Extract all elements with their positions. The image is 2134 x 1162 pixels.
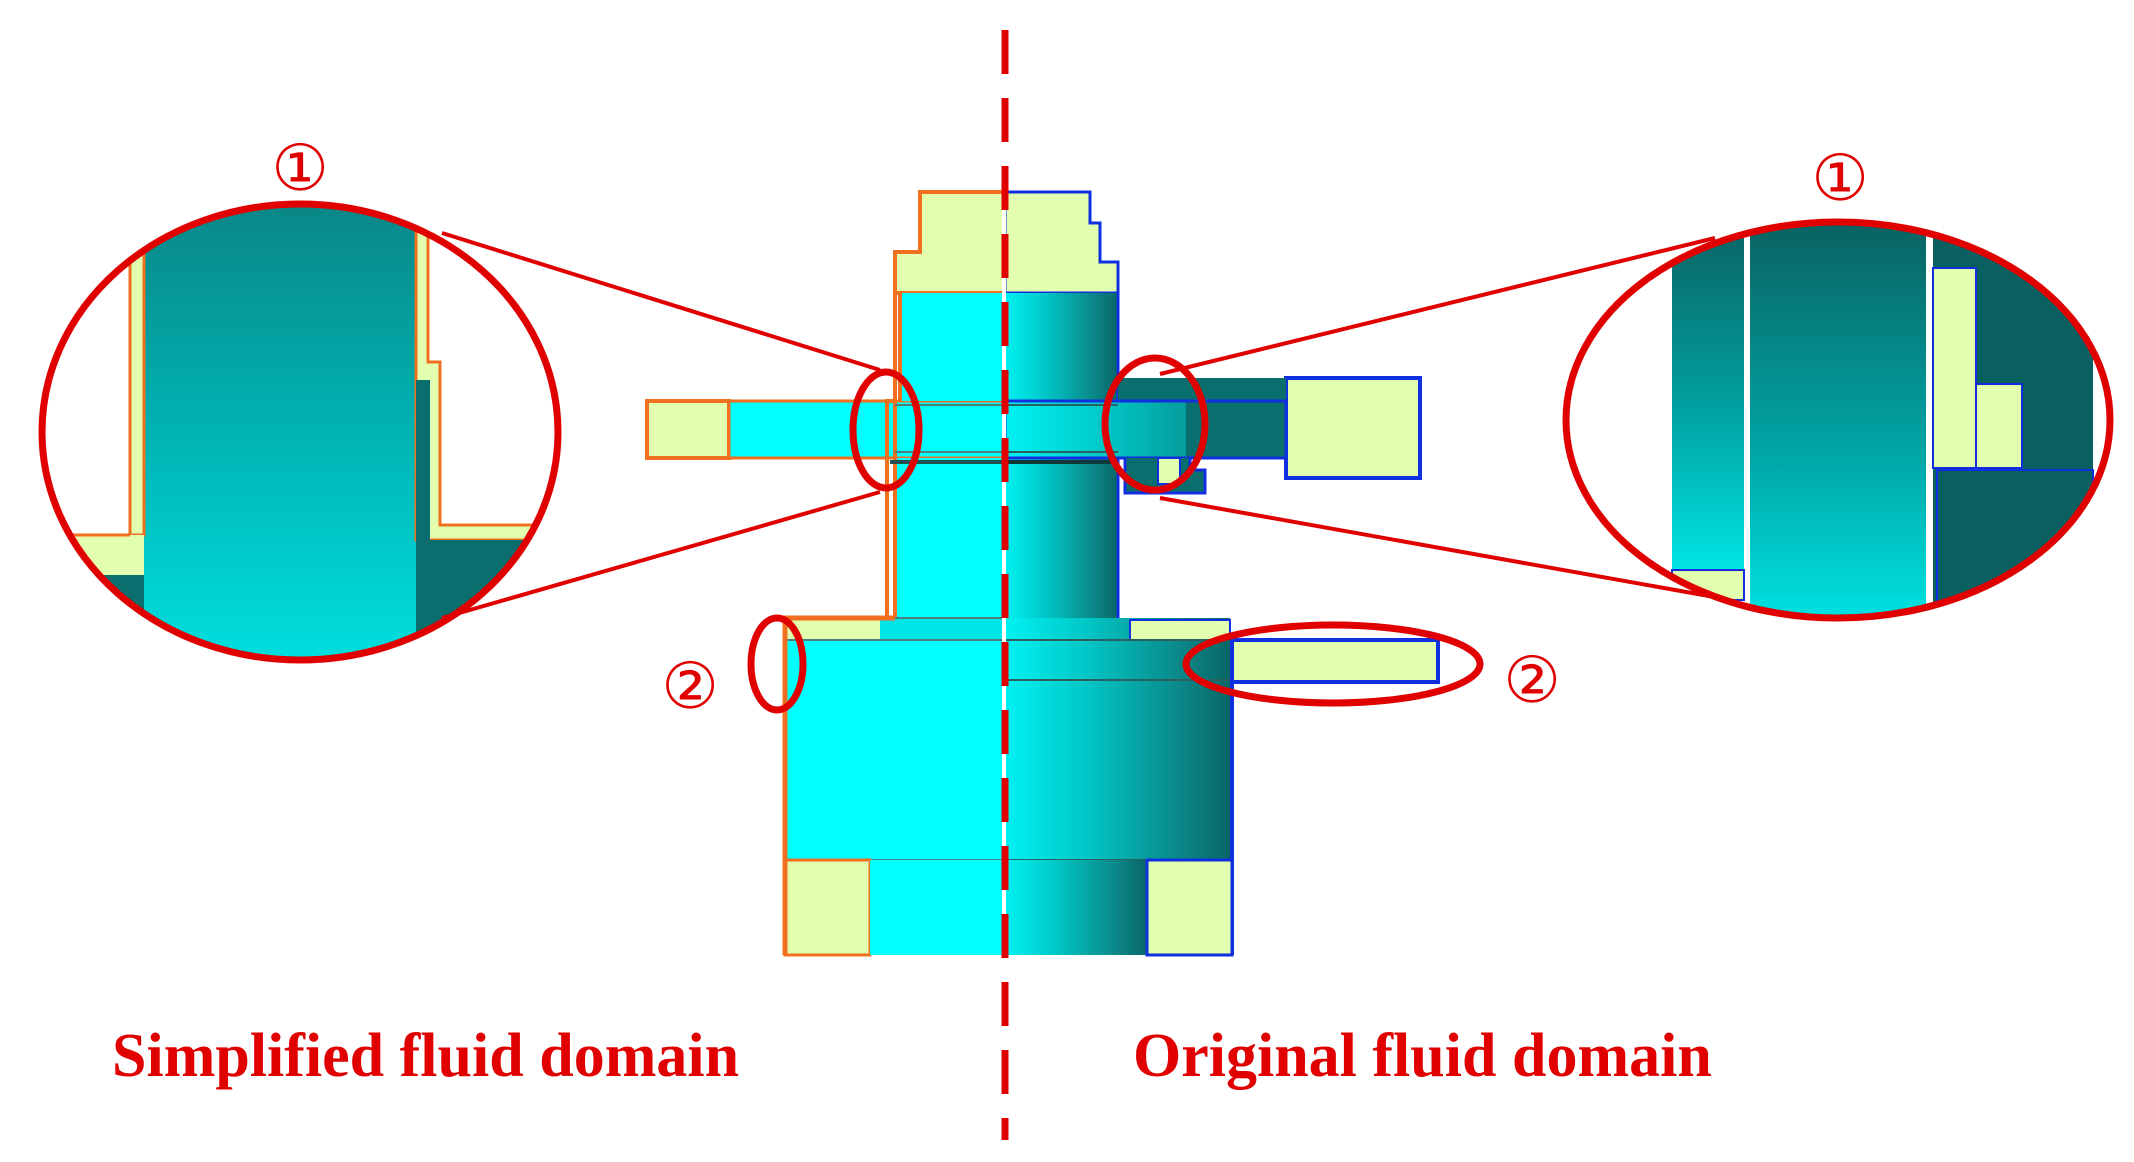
right-detail-1-highlight — [1101, 354, 1209, 494]
right-zoom-connector-top — [1159, 236, 1716, 376]
left-zoom-detail — [38, 200, 562, 664]
simplified-lower-fluid — [785, 640, 1005, 860]
simplified-outer-outline — [782, 615, 895, 955]
right-zoom-circle — [1562, 218, 2114, 622]
left-detail-1-highlight — [849, 368, 923, 492]
right-detail-1-marker: ① — [1811, 142, 1868, 216]
left-zoom-circle — [38, 200, 562, 664]
left-zoom-fluid-column — [144, 204, 416, 660]
original-domain-section — [1003, 190, 1440, 957]
original-lower-fluid — [1005, 640, 1230, 860]
left-zoom-connector-bottom — [441, 490, 881, 620]
original-top-cap-solid — [1003, 190, 1120, 295]
simplified-base-fluid — [870, 860, 1005, 955]
original-base-fluid — [1005, 860, 1147, 955]
left-detail-1-marker: ① — [271, 132, 328, 206]
left-zoom-dark-block — [416, 380, 430, 660]
original-base-solid — [1145, 858, 1234, 957]
right-zoom-center-fluid — [1750, 222, 1926, 618]
simplified-domain-section — [645, 190, 1007, 957]
right-zoom-left-fluid — [1672, 222, 1744, 570]
simplified-shoulder-gap-fluid — [880, 618, 1005, 640]
simplified-base-solid — [783, 858, 872, 957]
simplified-shoulder-solid — [785, 618, 895, 640]
original-side-arm-solid — [1284, 376, 1422, 480]
caption-original: Original fluid domain — [1133, 1022, 1712, 1090]
right-zoom-detail — [1562, 218, 2114, 622]
simplified-mid-fluid — [895, 458, 1005, 618]
left-zoom-connector-top — [441, 231, 881, 372]
original-outlet-tube-solid — [1228, 638, 1440, 684]
right-detail-2-highlight — [1182, 621, 1484, 707]
right-zoom-solid-l — [1932, 267, 1977, 469]
simplified-upper-fluid — [900, 293, 1005, 401]
simplified-top-cap-solid — [893, 190, 1007, 295]
simplified-side-arm-fluid — [727, 399, 1007, 460]
right-detail-2-marker: ② — [1503, 644, 1560, 718]
right-zoom-connector-bottom — [1159, 496, 1721, 600]
left-detail-2-marker: ② — [661, 650, 718, 724]
left-detail-2-highlight — [747, 614, 807, 714]
original-side-arm-dark — [1118, 378, 1286, 401]
simplified-side-arm-solid — [645, 399, 731, 460]
caption-simplified: Simplified fluid domain — [112, 1022, 739, 1090]
